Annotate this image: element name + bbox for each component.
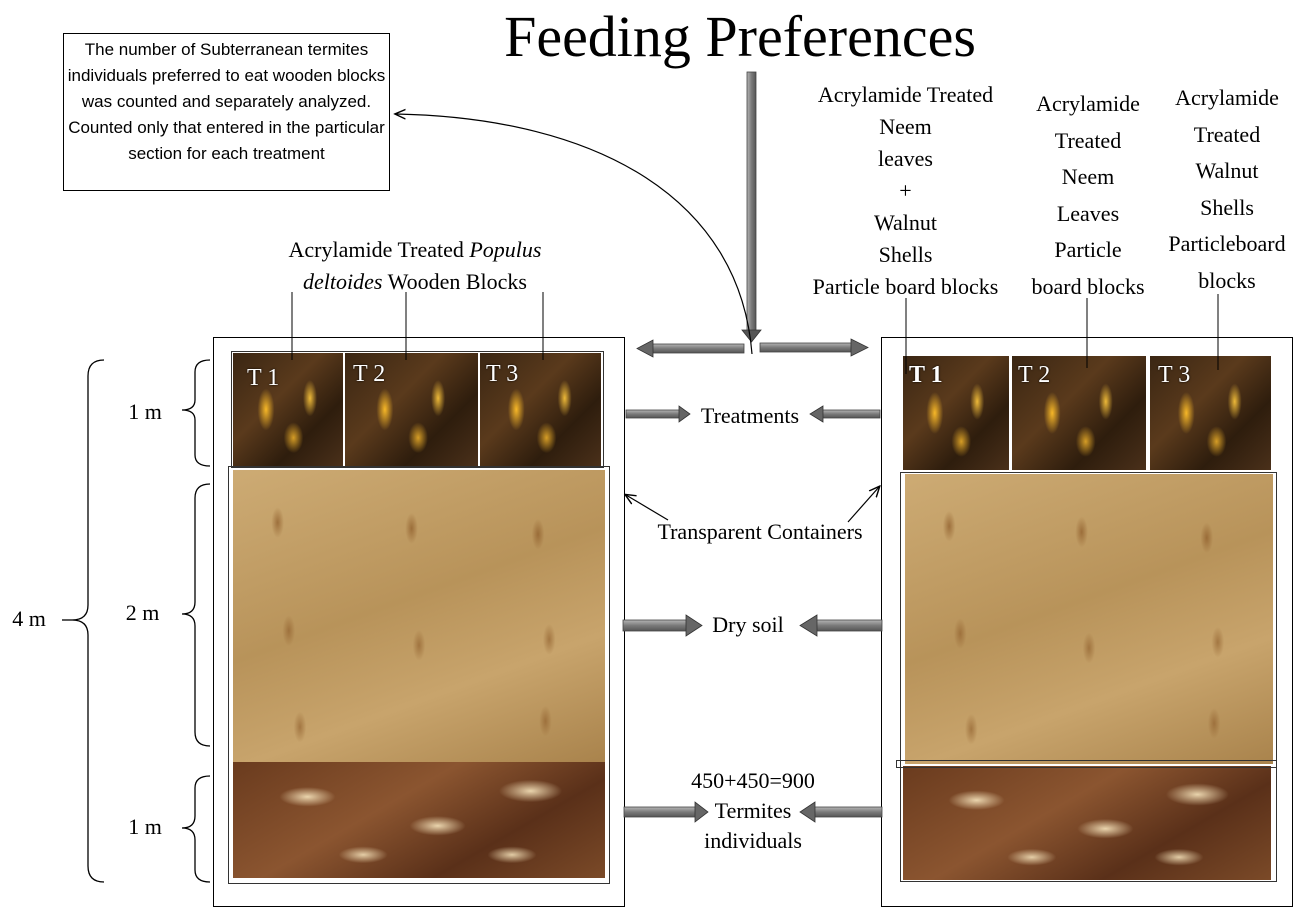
left-label-italic-2: deltoides	[303, 269, 383, 294]
right-container-rim	[896, 760, 1277, 768]
right-t2-image: T 2	[1012, 356, 1146, 470]
right-t3-image: T 3	[1150, 356, 1271, 470]
left-t1-image: T 1	[233, 353, 343, 466]
down-arrow	[741, 71, 762, 343]
dry-soil-label: Dry soil	[712, 612, 784, 637]
dimension-total: 4 m	[12, 606, 46, 631]
right-treatment-label-t3: Acrylamide Treated Walnut Shells Particl…	[1158, 80, 1296, 299]
label-line: Acrylamide	[1175, 85, 1279, 110]
brace-top	[181, 359, 211, 467]
dimension-top: 1 m	[128, 399, 162, 424]
label-line: Walnut	[1195, 158, 1259, 183]
label-line: Particleboard	[1168, 231, 1286, 256]
label-line: Leaves	[1056, 200, 1120, 226]
treatment-tag: T 2	[1018, 362, 1051, 388]
arrow-to-right-container	[759, 338, 869, 357]
label-line: Acrylamide Treated	[817, 82, 994, 107]
treatments-arrow-right	[809, 405, 881, 423]
label-line: blocks	[1198, 267, 1256, 293]
label-line: Neem	[1061, 164, 1115, 189]
arrow-to-left-container	[636, 339, 745, 358]
brace-bottom	[181, 775, 211, 883]
pointer-right-container	[847, 487, 879, 523]
treatment-tag: T 1	[247, 365, 280, 391]
treatment-tag: T 3	[1158, 362, 1191, 388]
left-label-text-1: Acrylamide Treated	[288, 237, 470, 262]
left-transparent-container	[228, 466, 610, 884]
dimension-middle: 2 m	[125, 600, 160, 625]
left-label-text-2: Wooden Blocks	[382, 269, 527, 294]
left-dry-soil-image	[233, 470, 605, 762]
left-t2-image: T 2	[345, 353, 478, 466]
label-line: Shells	[878, 242, 933, 267]
treatments-arrow-left	[625, 405, 691, 423]
label-line: Treated	[1054, 127, 1122, 153]
brace-total	[71, 359, 105, 883]
termites-line3: individuals	[704, 828, 802, 853]
left-t3-image: T 3	[480, 353, 601, 466]
curve-to-note	[396, 114, 753, 355]
label-line: +	[899, 178, 912, 203]
diagram-title: Feeding Preferences	[504, 4, 976, 69]
label-line: Particle	[1054, 237, 1122, 262]
label-line: board blocks	[1031, 273, 1145, 299]
left-treatment-strip-frame	[231, 351, 604, 468]
right-t1-image: T 1	[903, 356, 1009, 470]
treatment-tag: T 1	[909, 362, 943, 388]
treatments-label: Treatments	[700, 403, 800, 428]
label-line: Neem	[879, 114, 932, 139]
termites-arrow-left	[623, 801, 709, 823]
counting-note: The number of Subterranean termites indi…	[63, 33, 390, 191]
termites-count-label: 450+450=900 Termites individuals	[660, 766, 846, 856]
left-termites-image	[233, 762, 605, 878]
treatment-tag: T 3	[486, 361, 519, 387]
dimension-bottom: 1 m	[128, 814, 162, 839]
left-label-italic-1: Populus	[469, 237, 542, 262]
left-treatment-label: Acrylamide Treated Populus deltoides Woo…	[250, 234, 580, 298]
right-termites-image	[903, 766, 1271, 880]
transparent-containers-label: Transparent Containers	[657, 519, 863, 544]
label-line: Walnut	[874, 210, 937, 235]
dry-soil-arrow-left	[622, 614, 703, 637]
right-treatment-label-t2: Acrylamide Treated Neem Leaves Particle …	[1022, 86, 1154, 305]
right-treatment-label-t1: Acrylamide Treated Neem leaves + Walnut …	[798, 79, 1013, 303]
label-line: Treated	[1193, 121, 1261, 147]
termites-count: 450+450=900	[691, 768, 815, 793]
right-transparent-container	[900, 472, 1277, 882]
label-line: Acrylamide	[1036, 91, 1140, 116]
label-line: Shells	[1200, 194, 1254, 220]
pointer-left-container	[626, 495, 669, 521]
treatment-tag: T 2	[353, 361, 386, 387]
label-line: leaves	[878, 146, 933, 171]
termites-line2: Termites	[714, 798, 792, 823]
dry-soil-arrow-right	[799, 614, 883, 637]
brace-middle	[181, 483, 211, 747]
termites-arrow-right	[799, 801, 883, 823]
right-dry-soil-image	[905, 474, 1273, 764]
label-line: Particle board blocks	[812, 274, 999, 299]
